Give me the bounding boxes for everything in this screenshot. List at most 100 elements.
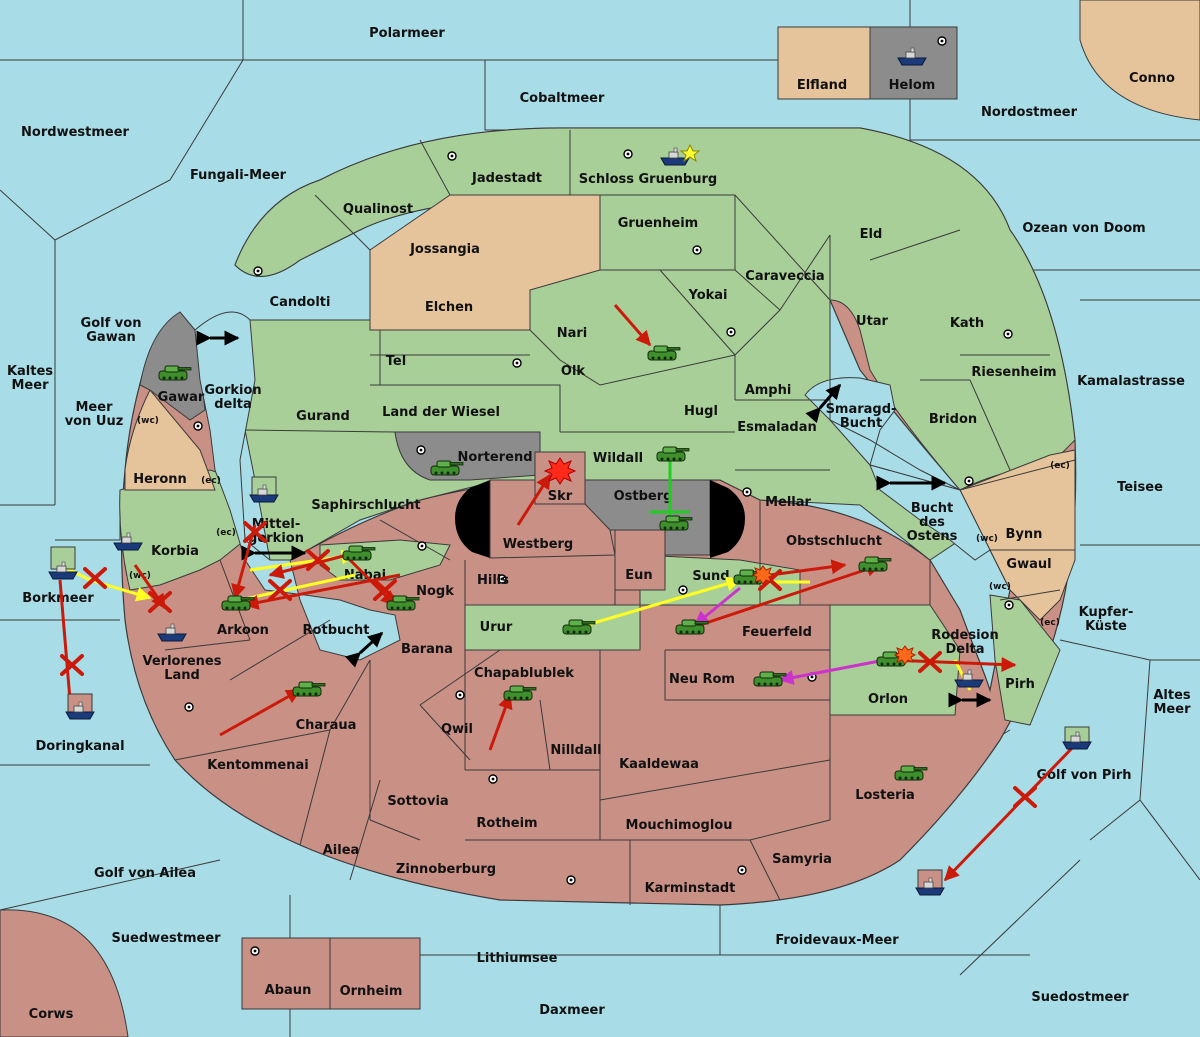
svg-text:Eun: Eun	[625, 568, 652, 583]
territory-pirh	[989, 594, 1061, 726]
svg-text:Hills: Hills	[477, 573, 509, 588]
svg-text:Gwaul: Gwaul	[1006, 557, 1051, 572]
central-fortress	[455, 451, 745, 591]
svg-text:Delta: Delta	[945, 642, 984, 657]
land-labels: Elfland Helom Conno Jadestadt Schloss Gr…	[29, 71, 1175, 1022]
svg-text:Riesenheim: Riesenheim	[971, 365, 1056, 380]
svg-text:Rotbucht: Rotbucht	[303, 623, 370, 638]
svg-text:Saphirschlucht: Saphirschlucht	[311, 498, 420, 513]
svg-text:Froidevaux-Meer: Froidevaux-Meer	[775, 933, 899, 948]
territory-jossangia-elchen	[369, 194, 601, 331]
svg-text:Obstschlucht: Obstschlucht	[786, 534, 882, 549]
svg-text:Rotheim: Rotheim	[476, 816, 537, 831]
svg-text:Fungali-Meer: Fungali-Meer	[190, 168, 287, 183]
svg-text:delta: delta	[214, 397, 252, 412]
svg-text:Gurand: Gurand	[296, 409, 350, 424]
svg-text:Meer: Meer	[1154, 702, 1192, 717]
svg-text:Neu Rom: Neu Rom	[669, 672, 735, 687]
territory-corws	[0, 909, 129, 1037]
svg-text:Golf von: Golf von	[81, 316, 142, 331]
svg-text:Qwil: Qwil	[441, 722, 473, 737]
svg-text:Pirh: Pirh	[1005, 677, 1035, 692]
svg-text:Hugl: Hugl	[684, 404, 718, 419]
svg-text:Daxmeer: Daxmeer	[539, 1003, 605, 1018]
svg-text:Heronn: Heronn	[133, 472, 187, 487]
svg-text:Ostens: Ostens	[907, 529, 958, 544]
svg-text:Korbia: Korbia	[151, 544, 199, 559]
svg-text:Bucht: Bucht	[911, 501, 953, 516]
svg-text:(wc): (wc)	[137, 416, 159, 426]
svg-text:Nordwestmeer: Nordwestmeer	[21, 125, 129, 140]
svg-text:Smaragd-: Smaragd-	[826, 402, 897, 417]
svg-text:Conno: Conno	[1129, 71, 1175, 86]
svg-text:Polarmeer: Polarmeer	[369, 26, 445, 41]
sea-labels: Polarmeer Cobaltmeer Nordwestmeer Fungal…	[7, 26, 1191, 1018]
svg-text:Corws: Corws	[29, 1007, 74, 1022]
svg-text:Suedostmeer: Suedostmeer	[1031, 990, 1129, 1005]
svg-text:Skr: Skr	[548, 489, 573, 504]
svg-text:Orlon: Orlon	[868, 692, 908, 707]
territory-borders	[164, 130, 1076, 905]
svg-text:Gawar: Gawar	[158, 390, 205, 405]
svg-text:Ornheim: Ornheim	[340, 984, 403, 999]
hold-order	[650, 460, 690, 520]
svg-text:Suedwestmeer: Suedwestmeer	[111, 931, 221, 946]
svg-text:(ec): (ec)	[201, 476, 221, 486]
svg-text:Sund: Sund	[692, 569, 729, 584]
svg-text:Lithiumsee: Lithiumsee	[477, 951, 558, 966]
magenta-moves	[693, 586, 886, 685]
svg-text:Utar: Utar	[856, 314, 889, 329]
svg-text:Meer: Meer	[12, 378, 50, 393]
adjacency-arrows	[196, 330, 992, 708]
svg-text:Kaltes: Kaltes	[7, 364, 53, 379]
svg-text:Charaua: Charaua	[296, 718, 357, 733]
svg-text:Gawan: Gawan	[86, 330, 135, 345]
svg-text:Kamalastrasse: Kamalastrasse	[1077, 374, 1185, 389]
svg-text:Bucht: Bucht	[840, 416, 882, 431]
svg-text:Doringkanal: Doringkanal	[35, 739, 124, 754]
svg-text:Ozean von Doom: Ozean von Doom	[1022, 221, 1145, 236]
svg-text:Bynn: Bynn	[1006, 527, 1043, 542]
svg-text:Meer: Meer	[76, 400, 114, 415]
svg-text:Mouchimoglou: Mouchimoglou	[626, 818, 733, 833]
svg-text:Altes: Altes	[1153, 688, 1191, 703]
svg-text:Rodesion: Rodesion	[931, 628, 998, 643]
territory-ornheim	[329, 937, 421, 1010]
svg-text:(ec): (ec)	[216, 528, 236, 538]
territory-bynn-gwaul	[959, 449, 1076, 621]
svg-text:Elfland: Elfland	[797, 78, 847, 93]
svg-text:Kath: Kath	[950, 316, 984, 331]
svg-text:Helom: Helom	[889, 78, 936, 93]
svg-text:Teisee: Teisee	[1117, 480, 1163, 495]
svg-text:des: des	[919, 515, 945, 530]
svg-text:Urur: Urur	[480, 620, 513, 635]
svg-text:Yokai: Yokai	[687, 288, 727, 303]
svg-text:Karminstadt: Karminstadt	[645, 881, 736, 896]
svg-text:Barana: Barana	[401, 642, 453, 657]
territory-elfland	[777, 26, 871, 100]
svg-text:Samyria: Samyria	[772, 852, 832, 867]
svg-text:Nari: Nari	[557, 326, 588, 341]
svg-text:Jossangia: Jossangia	[409, 242, 480, 257]
coast-tags: (wc) (ec) (ec) (wc) (ec) (wc) (wc) (ec)	[129, 416, 1070, 628]
territory-heronn	[124, 389, 216, 491]
svg-text:Cobaltmeer: Cobaltmeer	[520, 91, 605, 106]
svg-text:(wc): (wc)	[129, 571, 151, 581]
svg-text:Küste: Küste	[1085, 619, 1127, 634]
svg-text:Golf von Pirh: Golf von Pirh	[1036, 768, 1131, 783]
svg-text:Jadestadt: Jadestadt	[471, 171, 542, 186]
fleet-units	[48, 47, 1092, 896]
svg-text:Amphi: Amphi	[745, 383, 792, 398]
svg-text:Land der Wiesel: Land der Wiesel	[382, 405, 500, 420]
svg-text:Abaun: Abaun	[265, 983, 312, 998]
svg-text:Land: Land	[164, 668, 200, 683]
svg-text:Nordostmeer: Nordostmeer	[981, 105, 1078, 120]
svg-text:Borkmeer: Borkmeer	[22, 591, 94, 606]
svg-text:Candolti: Candolti	[270, 295, 331, 310]
svg-text:Kentommenai: Kentommenai	[207, 758, 308, 773]
svg-text:Westberg: Westberg	[503, 537, 573, 552]
svg-text:Kupfer-: Kupfer-	[1079, 605, 1134, 620]
svg-text:(ec): (ec)	[1050, 461, 1070, 471]
svg-text:Mittel-: Mittel-	[252, 517, 301, 532]
